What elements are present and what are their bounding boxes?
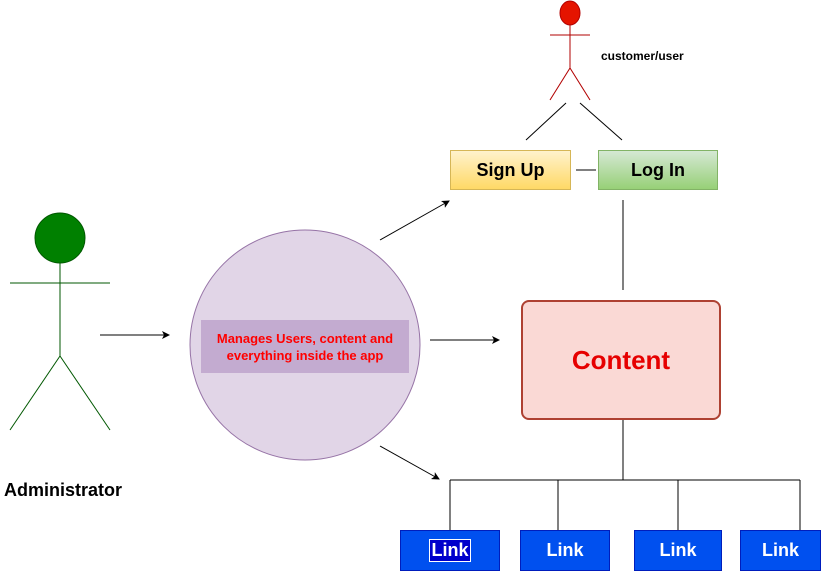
connectors [449, 102, 801, 530]
sign-up-box[interactable]: Sign Up [450, 150, 571, 190]
log-in-box[interactable]: Log In [598, 150, 718, 190]
content-box[interactable]: Content [521, 300, 721, 420]
link-box-1[interactable]: Link [400, 530, 500, 571]
arrow-circle-to-signup [379, 200, 450, 241]
administrator-label: Administrator [4, 480, 123, 500]
arrows [100, 200, 500, 480]
arrow-circle-to-links [379, 445, 440, 480]
customer-actor [549, 0, 591, 101]
link-box-4[interactable]: Link [740, 530, 821, 571]
customer-label: customer/user [601, 49, 684, 63]
link-box-3[interactable]: Link [634, 530, 722, 571]
link-box-2[interactable]: Link [520, 530, 610, 571]
administrator-actor [9, 212, 111, 431]
link-label-1: Link [429, 539, 471, 562]
manages-label: Manages Users, content and everything in… [201, 320, 409, 373]
